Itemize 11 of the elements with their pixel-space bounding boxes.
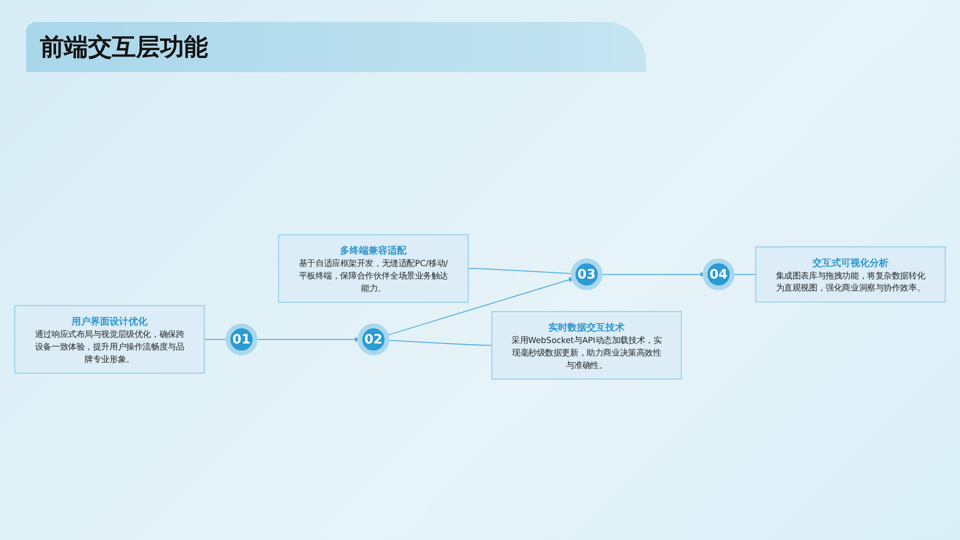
node-circle: 03 — [570, 258, 602, 290]
node-circle: 02 — [358, 324, 390, 356]
node-box: 交互式可视化分析 集成图表库与拖拽功能，将复杂数据转化为直观视图，强化商业洞察与协作效率。 — [755, 246, 946, 302]
node-box: 用户界面设计优化 通过响应式布局与视觉层级优化，确保跨设备一致体验，提升用户操作流畅度与品牌专业形象。 — [14, 305, 205, 374]
node-box: 实时数据交互技术 采用WebSocket与API动态加载技术，实现毫秒级数据更新，助力商业决策高效性与准确性。 — [491, 311, 682, 380]
title-banner: 前端交互层功能 — [26, 22, 646, 72]
node-box: 多终端兼容适配 基于自适应框架开发，无缝适配PC/移动/平板终端，保障合作伙伴全场景业务触达能力。 — [278, 234, 469, 303]
node-circle: 01 — [226, 324, 258, 356]
node-circle: 04 — [702, 258, 734, 290]
connector — [732, 274, 756, 275]
arrow — [386, 277, 574, 336]
